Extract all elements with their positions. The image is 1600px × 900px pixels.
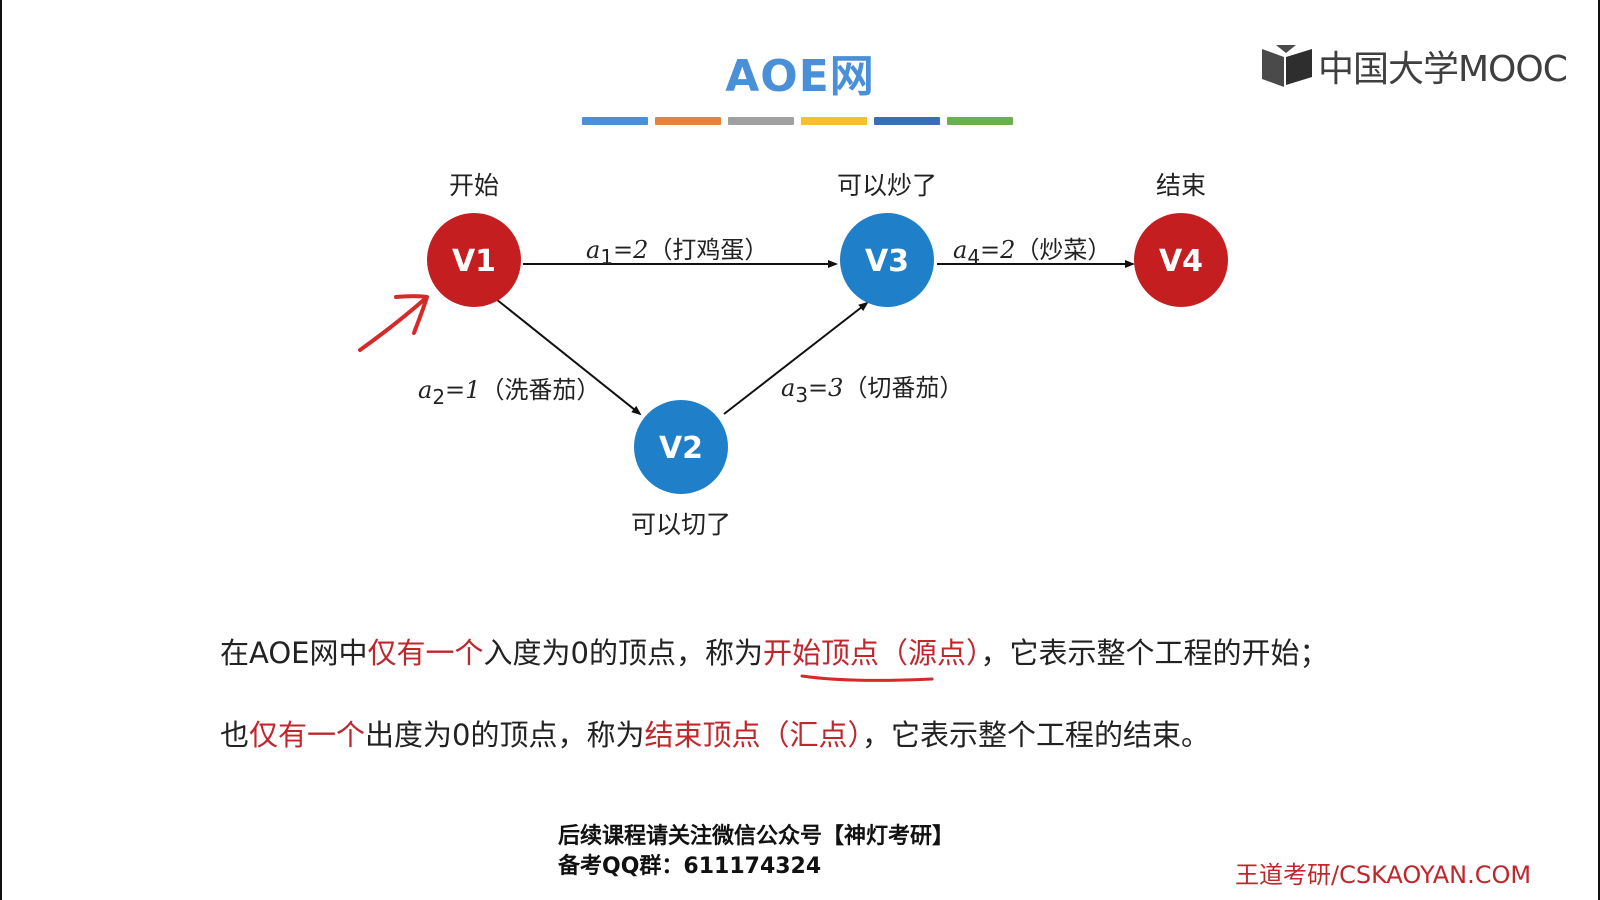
edge-weight: =1	[445, 376, 481, 404]
footer-wechat: 后续课程请关注微信公众号【神灯考研】	[558, 824, 955, 849]
edge-v1-v2	[495, 298, 642, 416]
edge-weight: =3	[808, 374, 844, 402]
node-v4-circle	[1134, 213, 1228, 307]
edge-task: （炒菜）	[1015, 236, 1112, 264]
highlight-sink-vertex: 结束顶点（汇点）	[644, 718, 862, 752]
accent-bar	[947, 117, 1013, 125]
text-segment: 入度为0的顶点，称为	[483, 636, 763, 670]
edge-weight: =2	[613, 236, 649, 264]
text-segment: 出度为0的顶点，称为	[365, 718, 645, 752]
text-segment: ，它表示整个工程的开始；	[980, 636, 1329, 670]
node-v3: V3	[840, 213, 934, 307]
edge-task: （切番茄）	[843, 374, 964, 402]
edge-label-a4: a4=2（炒菜）	[953, 230, 1111, 269]
frame-left-border	[0, 0, 2, 900]
node-v1-label: V1	[452, 244, 496, 279]
accent-bar	[655, 117, 721, 125]
accent-bar	[728, 117, 794, 125]
red-underline-mark	[800, 674, 934, 682]
edge-label-a2: a2=1（洗番茄）	[418, 370, 600, 409]
definition-line-sink: 也仅有一个出度为0的顶点，称为结束顶点（汇点），它表示整个工程的结束。	[220, 712, 1210, 754]
text-segment: 在AOE网中	[220, 636, 368, 670]
edge-subscript: 4	[967, 244, 981, 269]
node-v3-circle	[840, 213, 934, 307]
node-v4: V4	[1134, 213, 1228, 307]
accent-bar	[582, 117, 648, 125]
edge-label-a1: a1=2（打鸡蛋）	[586, 230, 768, 269]
node-v4-caption: 结束	[1155, 171, 1206, 200]
edge-name: a	[953, 236, 968, 264]
edge-task: （打鸡蛋）	[648, 236, 769, 264]
edge-name: a	[418, 376, 433, 404]
book-icon	[1262, 45, 1312, 87]
highlight-only-one: 仅有一个	[367, 636, 484, 670]
node-v1-caption: 开始	[448, 171, 499, 200]
text-segment: 也	[220, 718, 250, 752]
node-v1: V1	[427, 213, 521, 307]
node-v3-label: V3	[865, 244, 909, 279]
logo-text: 中国大学MOOC	[1318, 49, 1568, 90]
node-v2-caption: 可以切了	[630, 510, 731, 539]
node-v3-caption: 可以炒了	[836, 171, 937, 200]
edge-subscript: 1	[600, 244, 614, 269]
title-accent-bars	[582, 117, 1013, 125]
frame-right-border	[1598, 0, 1600, 900]
node-v2-circle	[634, 400, 728, 494]
edge-label-a3: a3=3（切番茄）	[781, 368, 963, 407]
footer-qq-group: 备考QQ群：611174324	[558, 854, 822, 879]
node-v4-label: V4	[1159, 244, 1203, 279]
accent-bar	[874, 117, 940, 125]
mooc-logo: 中国大学MOOC	[1262, 40, 1568, 92]
edge-subscript: 3	[795, 382, 809, 407]
node-v2-label: V2	[659, 431, 703, 466]
edge-subscript: 2	[432, 384, 446, 409]
node-v1-circle	[427, 213, 521, 307]
edge-name: a	[781, 374, 796, 402]
accent-bar	[801, 117, 867, 125]
node-v2: V2	[634, 400, 728, 494]
definition-line-source: 在AOE网中仅有一个入度为0的顶点，称为开始顶点（源点），它表示整个工程的开始；	[220, 630, 1328, 672]
red-pointer-arrow	[358, 294, 429, 352]
edge-weight: =2	[980, 236, 1016, 264]
highlight-source-vertex: 开始顶点（源点）	[762, 636, 981, 670]
edge-task: （洗番茄）	[480, 376, 601, 404]
watermark: 王道考研/CSKAOYAN.COM	[1235, 861, 1532, 889]
edge-v2-v3	[723, 301, 869, 415]
edge-name: a	[586, 236, 601, 264]
text-segment: ，它表示整个工程的结束。	[862, 718, 1211, 752]
slide-title: AOE网	[725, 51, 875, 102]
highlight-only-one: 仅有一个	[249, 718, 366, 752]
